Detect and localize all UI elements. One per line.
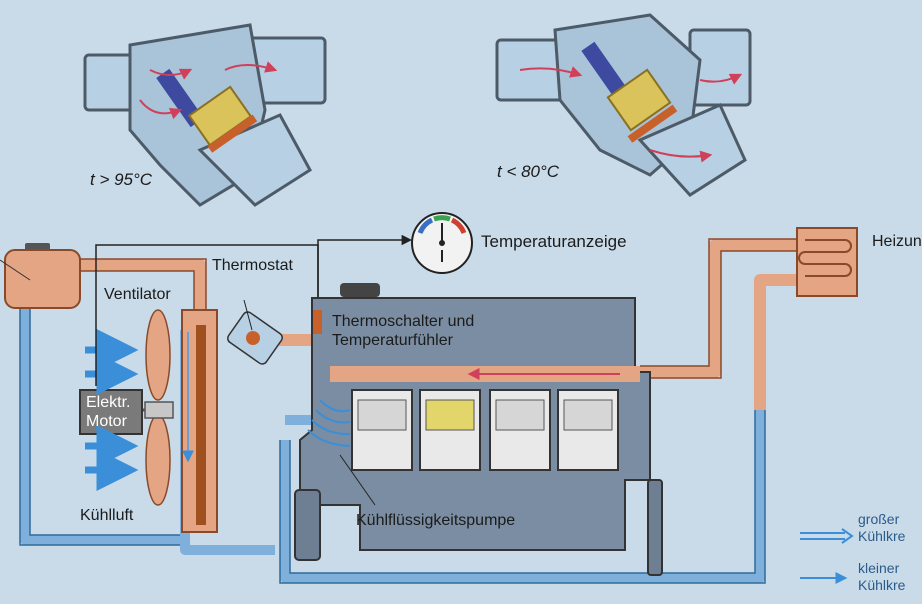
cylinder bbox=[557, 389, 619, 471]
cylinder bbox=[489, 389, 551, 471]
heater-core bbox=[796, 227, 858, 297]
cylinders bbox=[351, 389, 619, 471]
cooling-air-label: Kühlluft bbox=[80, 507, 134, 524]
cylinder bbox=[419, 389, 481, 471]
coolant-pump bbox=[307, 399, 376, 506]
closed-thermostat-label: t < 80°C bbox=[497, 162, 560, 181]
cooling-air-arrows bbox=[85, 329, 139, 491]
thermostat-closed-illustration bbox=[495, 13, 752, 197]
expansion-tank bbox=[0, 243, 81, 309]
fan bbox=[133, 309, 174, 506]
temperature-gauge bbox=[411, 212, 473, 274]
cylinder bbox=[351, 389, 413, 471]
open-thermostat-label: t > 95°C bbox=[90, 170, 153, 189]
thermostat-label: Thermostat bbox=[212, 257, 293, 274]
legend-small-circuit-line2: Kühlkre bbox=[858, 577, 906, 593]
legend-small-circuit-line1: kleiner bbox=[858, 560, 900, 576]
thermostat-open-illustration bbox=[83, 23, 327, 207]
thermoswitch-label-line2: Temperaturfühler bbox=[332, 332, 453, 349]
legend-symbols bbox=[800, 528, 854, 584]
coolant-pump-label: Kühlflüssigkeitspumpe bbox=[356, 512, 516, 529]
fan-label: Ventilator bbox=[104, 286, 171, 303]
thermostat-housing bbox=[227, 299, 283, 365]
motor-label-line1: Elektr. bbox=[86, 394, 131, 411]
legend-large-circuit-line1: großer bbox=[858, 511, 900, 527]
legend-large-circuit-line2: Kühlkre bbox=[858, 528, 906, 544]
thermoswitch-label-line1: Thermoschalter und bbox=[332, 313, 475, 330]
heater-label: Heizun bbox=[872, 233, 922, 250]
signal-wires bbox=[95, 234, 413, 386]
temperature-gauge-label: Temperaturanzeige bbox=[481, 232, 627, 251]
motor-label-line2: Motor bbox=[86, 413, 127, 430]
radiator bbox=[181, 309, 218, 533]
